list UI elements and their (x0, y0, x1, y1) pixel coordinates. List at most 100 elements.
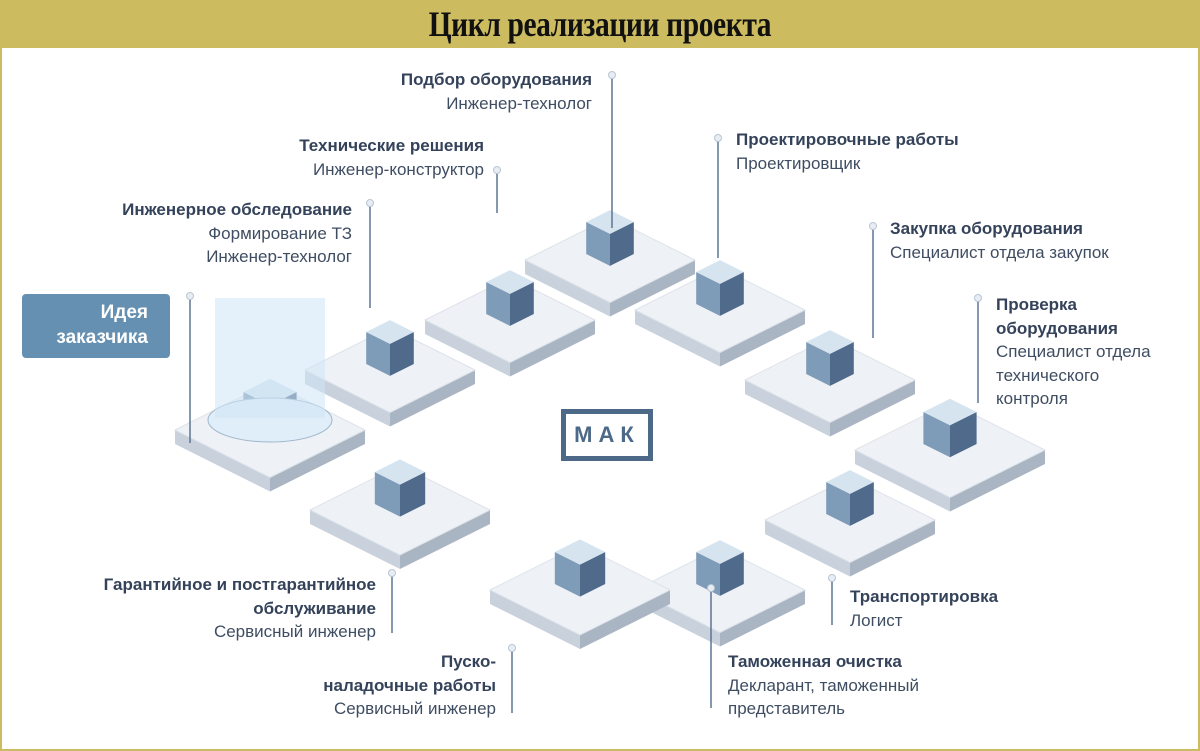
tile-side (175, 430, 270, 492)
equipment-block (400, 472, 426, 517)
stage-procurement: Закупка оборудования Специалист отдела з… (890, 217, 1109, 264)
stage-title: обслуживание (253, 598, 376, 618)
tile-side (720, 590, 805, 647)
equipment-block (374, 472, 400, 517)
stage-role: Декларант, таможенный (728, 675, 919, 695)
connector-dot (366, 199, 374, 207)
tile-side (850, 520, 935, 577)
idea-line2: заказчика (56, 327, 148, 348)
tile-side (765, 520, 850, 577)
stage-title: Гарантийное и постгарантийное (103, 575, 376, 594)
customer-idea-badge: Идея заказчика (22, 294, 170, 358)
stage-role: Логист (850, 610, 903, 630)
equipment-block (586, 210, 634, 234)
tile-side (400, 510, 490, 569)
connector-dot (388, 569, 396, 577)
stage-title: Закупка оборудования (890, 219, 1083, 238)
tile-side (720, 310, 805, 367)
equipment-block (554, 539, 606, 565)
stage-role: Специалист отдела закупок (890, 242, 1109, 262)
stage-role: Проектировщик (736, 153, 861, 173)
connector-dot (974, 294, 982, 302)
equipment-block (390, 332, 414, 376)
equipment-block (610, 222, 634, 266)
stage-design-work: Проектировочные работы Проектировщик (736, 128, 959, 175)
equipment-block (374, 459, 426, 485)
stage-title: оборудования (996, 318, 1118, 338)
equipment-block (554, 552, 580, 597)
isometric-cycle-illustration (173, 71, 1047, 713)
stage-title: Пуско- (440, 652, 496, 671)
stage-title: Транспортировка (850, 587, 999, 606)
stage-title: Проверка (996, 295, 1078, 314)
stage-title: Подбор оборудования (400, 70, 592, 89)
stage-role: Сервисный инженер (213, 622, 376, 641)
hologram-beam (215, 298, 325, 418)
connector-dot (714, 134, 722, 142)
equipment-block (696, 540, 744, 564)
stage-warranty: Гарантийное и постгарантийное обслуживан… (104, 573, 376, 644)
tile-side (310, 510, 400, 569)
stage-title: Инженерное обследование (122, 200, 352, 219)
equipment-block (720, 552, 744, 596)
connector-dot (707, 584, 715, 592)
stage-role: технического (996, 365, 1100, 385)
stage-role: Специалист отдела (996, 342, 1151, 361)
equipment-block (366, 332, 390, 376)
equipment-block (826, 482, 850, 526)
equipment-block (580, 552, 606, 597)
equipment-block (720, 272, 744, 316)
stage-role: Инженер-технолог (446, 93, 592, 113)
equipment-block (950, 412, 977, 458)
mak-logo: МАК (561, 409, 653, 461)
stage-role: Сервисный инженер (333, 699, 496, 718)
tile-side (525, 260, 610, 317)
stage-customs: Таможенная очистка Декларант, таможенный… (728, 650, 919, 721)
stage-title: Проектировочные работы (736, 130, 959, 149)
tile-side (610, 260, 695, 317)
stage-role: Инженер-технолог (206, 247, 352, 266)
equipment-block (366, 320, 414, 344)
stage-role: Инженер-конструктор (312, 159, 484, 179)
tile-side (270, 430, 365, 492)
equipment-block (850, 482, 874, 526)
equipment-block (923, 398, 977, 426)
stage-equipment-selection: Подбор оборудования Инженер-технолог (401, 68, 592, 115)
stage-transportation: Транспортировка Логист (850, 585, 998, 632)
tile-side (390, 370, 475, 427)
page-title: Цикл реализации проекта (428, 4, 772, 44)
stage-commissioning: Пуско- наладочные работы Сервисный инжен… (323, 650, 496, 721)
stage-title: Таможенная очистка (728, 652, 902, 671)
equipment-block (486, 282, 510, 326)
tile-side (305, 370, 390, 427)
equipment-block (696, 272, 720, 316)
tile-side (830, 380, 915, 437)
connector-dot (608, 71, 616, 79)
equipment-block (696, 552, 720, 596)
equipment-block (806, 330, 854, 354)
equipment-block (510, 282, 534, 326)
stage-inspection: Проверка оборудования Специалист отдела … (996, 293, 1151, 411)
tile-side (855, 450, 950, 512)
tile-side (745, 380, 830, 437)
header-bar: Цикл реализации проекта (0, 0, 1200, 48)
tile-side (490, 590, 580, 649)
stage-role: представитель (728, 699, 845, 718)
tile-side (950, 450, 1045, 512)
connector-dot (508, 644, 516, 652)
stage-engineering-survey: Инженерное обследование Формирование ТЗ … (122, 198, 352, 269)
connector-dot (493, 166, 501, 174)
connector-dot (186, 292, 194, 300)
equipment-block (806, 342, 830, 386)
equipment-block (923, 412, 950, 458)
tile-side (635, 310, 720, 367)
idea-line1: Идея (100, 302, 148, 323)
stage-role: контроля (996, 389, 1068, 408)
stage-technical-solutions: Технические решения Инженер-конструктор (299, 134, 484, 181)
tile-side (580, 590, 670, 649)
stage-subtitle: Формирование ТЗ (208, 223, 352, 243)
stage-title: Технические решения (299, 136, 484, 155)
stage-title: наладочные работы (323, 675, 496, 695)
equipment-block (830, 342, 854, 386)
connector-dot (869, 222, 877, 230)
